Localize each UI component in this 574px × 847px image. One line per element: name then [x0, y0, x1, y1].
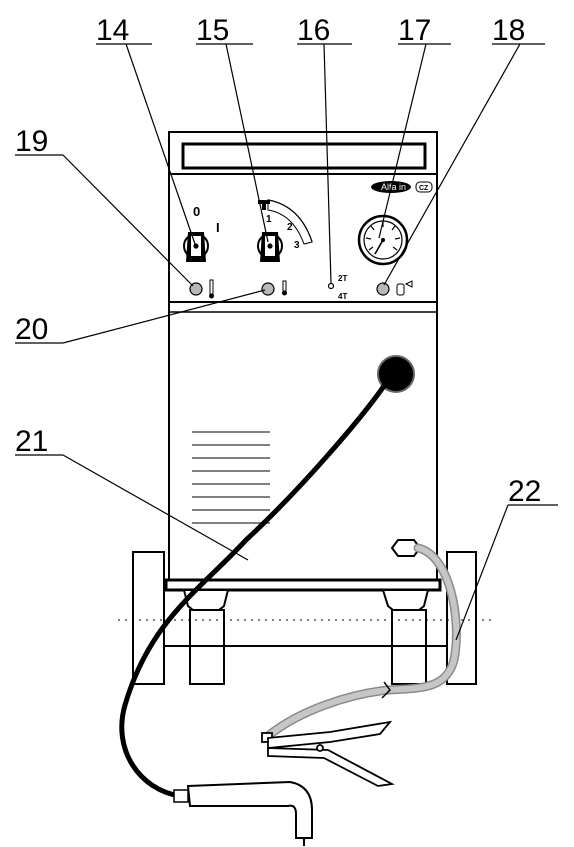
switch-off-mark: 0 — [193, 204, 200, 219]
mode-4t-label: 4T — [338, 292, 347, 301]
torch-socket[interactable] — [378, 356, 414, 392]
hammer-icon — [258, 200, 270, 210]
ground-clamp[interactable] — [261, 720, 395, 787]
cable-break-mark — [381, 681, 391, 699]
thermal-protection-light — [261, 282, 275, 296]
brand-badge-text: Alfa in — [381, 182, 406, 192]
lower-cabinet — [168, 301, 438, 581]
callout-20: 20 — [15, 313, 48, 346]
switch-on-mark: I — [216, 220, 220, 235]
callout-labels: 14 15 16 17 18 19 20 21 22 — [15, 14, 541, 508]
selector-position-3: 3 — [294, 240, 300, 251]
badge-small-text: CZ — [419, 185, 429, 192]
brand-badge: Alfa in CZ — [371, 181, 433, 193]
callout-16: 16 — [297, 14, 330, 47]
selector-position-2: 2 — [287, 222, 293, 233]
gas-light — [376, 282, 390, 296]
selector-position-1: 1 — [266, 214, 272, 225]
pressure-gauge — [357, 214, 409, 266]
thermometer-power-icon — [209, 279, 214, 299]
left-wheel — [132, 551, 165, 685]
ground-connector[interactable] — [390, 539, 422, 557]
undercarriage — [132, 551, 477, 685]
welding-torch[interactable] — [173, 780, 313, 846]
mode-switch[interactable] — [327, 282, 335, 290]
callout-18: 18 — [492, 14, 525, 47]
callout-14: 14 — [96, 14, 129, 47]
ventilation-grille — [192, 431, 270, 524]
callout-15: 15 — [196, 14, 229, 47]
callout-21: 21 — [15, 425, 48, 458]
selector-scale-fill — [267, 199, 313, 245]
callout-17: 17 — [398, 14, 431, 47]
callout-22: 22 — [508, 475, 541, 508]
gas-cylinder-icon — [396, 280, 413, 296]
thermometer-icon — [282, 280, 287, 296]
top-handle-grip — [181, 142, 427, 170]
callout-leaders — [15, 43, 558, 641]
torch-cable — [119, 383, 387, 799]
right-foot — [381, 589, 430, 611]
main-power-switch[interactable] — [183, 232, 209, 262]
voltage-selector-knob[interactable] — [257, 232, 283, 262]
mode-2t-label: 2T — [338, 274, 347, 283]
cabinet-base — [164, 578, 442, 592]
callout-19: 19 — [15, 125, 48, 158]
